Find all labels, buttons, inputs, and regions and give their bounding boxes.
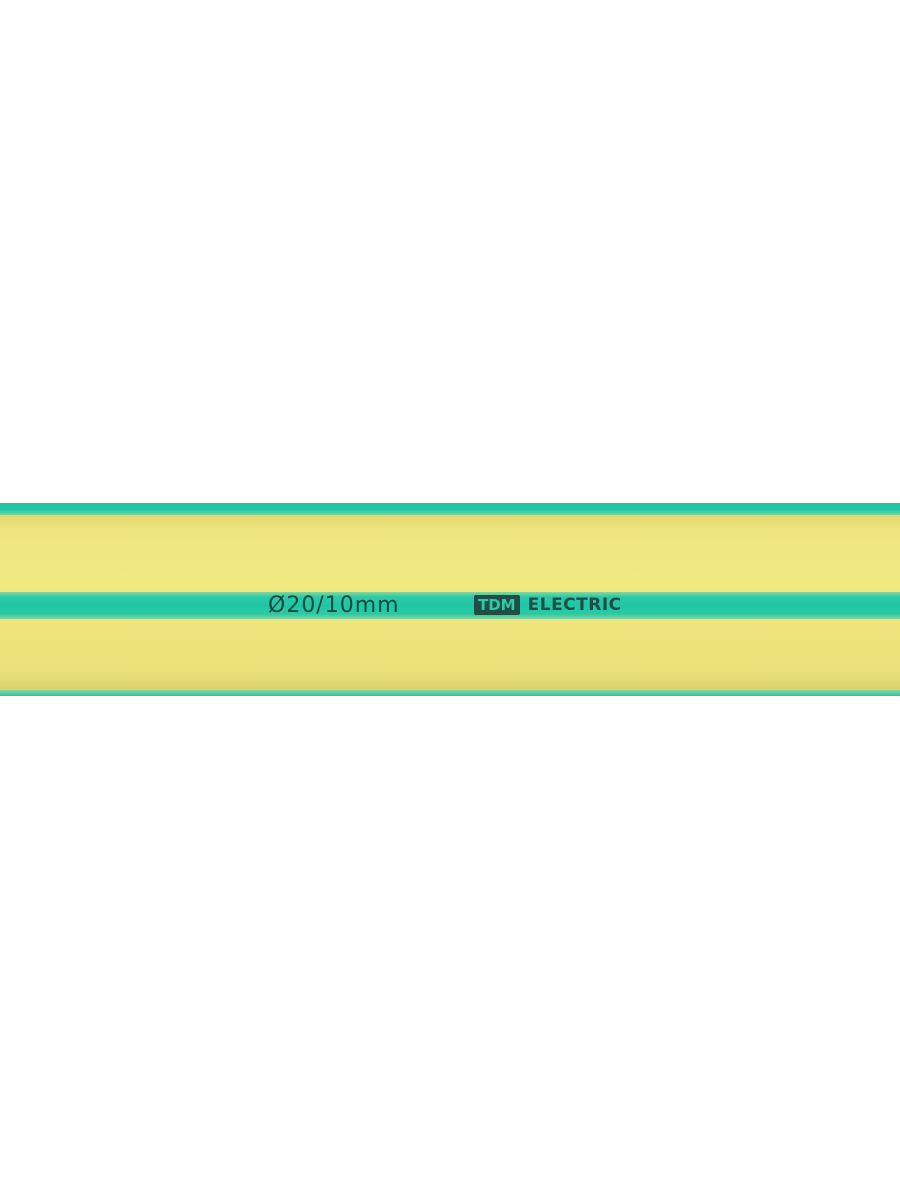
tube-stripe-middle <box>0 592 900 619</box>
tube-stripe-top <box>0 503 900 515</box>
size-marking-text: Ø20/10mm <box>268 592 400 618</box>
brand-word: ELECTRIC <box>527 595 622 615</box>
size-marking: Ø20/10mm <box>268 591 400 619</box>
heat-shrink-tube: Ø20/10mm TDM ELECTRIC <box>0 503 900 696</box>
tube-stripe-bottom <box>0 690 900 696</box>
brand-logo: TDM ELECTRIC <box>474 591 622 619</box>
tube-shade-top <box>0 515 900 529</box>
brand-box: TDM <box>474 595 520 615</box>
tube-shade-bottom <box>0 673 900 690</box>
